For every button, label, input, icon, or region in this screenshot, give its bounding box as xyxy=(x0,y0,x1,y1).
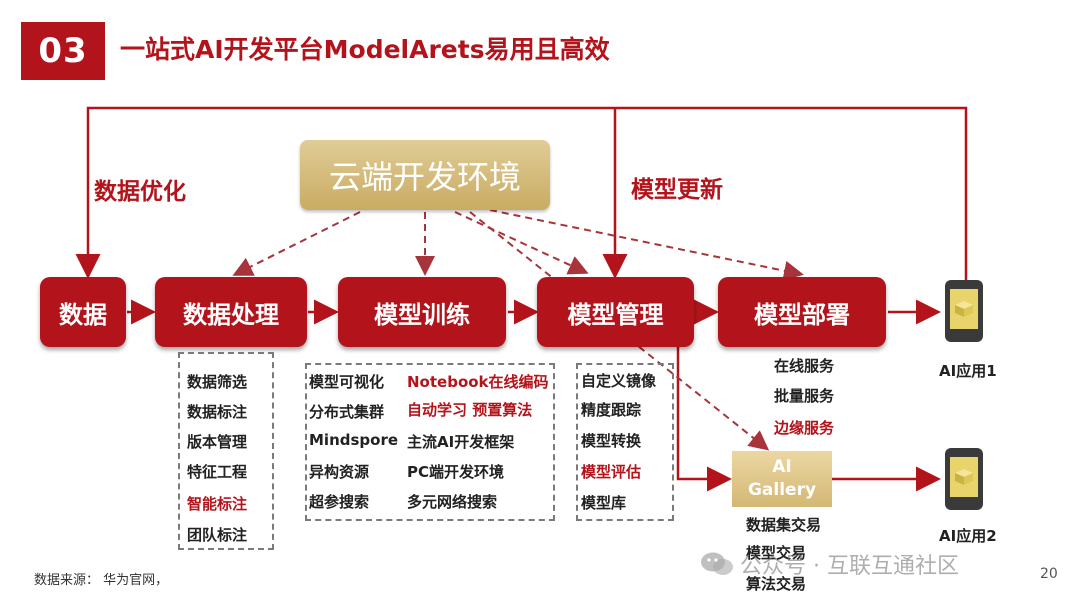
list-item: 智能标注 xyxy=(187,495,248,513)
dashed-cloud-to-processing xyxy=(232,211,361,276)
list-item: 多元网络搜索 xyxy=(407,493,498,511)
list-item: 分布式集群 xyxy=(309,403,385,421)
stage-model-training: 模型训练 xyxy=(338,277,506,347)
wechat-icon xyxy=(701,552,733,575)
arrow-management-to-gallery xyxy=(676,347,732,492)
list-item: PC端开发环境 xyxy=(407,463,505,481)
list-item: 数据标注 xyxy=(187,403,248,421)
list-item: 数据筛选 xyxy=(187,373,248,391)
list-item: 数据集交易 xyxy=(746,516,822,534)
list-item: 模型库 xyxy=(581,494,627,512)
app-2-label: AI应用2 xyxy=(939,527,997,545)
gallery-line-2: Gallery xyxy=(747,480,817,500)
watermark-text: 公众号 · 互联互通社区 xyxy=(740,554,959,579)
cube-icon xyxy=(955,469,973,485)
data-processing-features-box xyxy=(178,352,274,550)
phone-app-icon xyxy=(945,280,983,342)
dashed-cloud-to-management xyxy=(454,211,589,275)
list-item: 算法交易 xyxy=(746,575,807,593)
data-optimization-loop xyxy=(75,106,968,284)
stage-model-management: 模型管理 xyxy=(537,277,694,347)
list-item: 团队标注 xyxy=(187,526,248,544)
phone-app-icon xyxy=(945,448,983,510)
model-update-label: 模型更新 xyxy=(631,177,723,203)
list-item: 自定义镜像 xyxy=(581,372,657,390)
list-item: 自动学习 预置算法 xyxy=(407,401,533,419)
list-item: 模型评估 xyxy=(581,463,642,481)
ai-gallery-box: AI Gallery xyxy=(732,451,832,507)
list-item: 主流AI开发框架 xyxy=(407,433,515,451)
list-item: 在线服务 xyxy=(774,357,835,375)
list-item: 批量服务 xyxy=(774,387,835,405)
page-title: 一站式AI开发平台ModelArets易用且高效 xyxy=(120,35,610,64)
list-item: 模型可视化 xyxy=(309,373,385,391)
data-source-note: 数据来源： 华为官网， xyxy=(34,573,169,588)
dashed-cloud-to-deployment xyxy=(489,209,804,281)
app-1-label: AI应用1 xyxy=(939,362,997,380)
data-optimization-label: 数据优化 xyxy=(94,179,186,205)
list-item: 异构资源 xyxy=(309,463,370,481)
list-item: 模型交易 xyxy=(746,544,807,562)
section-number-badge: 03 xyxy=(21,22,105,80)
list-item: Notebook在线编码 xyxy=(407,373,549,391)
model-training-features-box xyxy=(305,363,555,521)
stage-data-processing: 数据处理 xyxy=(155,277,307,347)
gallery-line-1: AI xyxy=(772,457,792,478)
list-item: 版本管理 xyxy=(187,433,248,451)
cloud-dev-environment: 云端开发环境 xyxy=(300,140,550,210)
model-management-features-box xyxy=(576,363,674,521)
stage-model-deployment: 模型部署 xyxy=(718,277,886,347)
list-item: 精度跟踪 xyxy=(581,401,642,419)
page-number: 20 xyxy=(1040,566,1058,582)
list-item: Mindspore xyxy=(309,431,399,449)
list-item: 超参搜索 xyxy=(309,493,370,511)
list-item: 特征工程 xyxy=(187,463,248,481)
dashed-cloud-to-gallery xyxy=(469,211,770,451)
stage-data: 数据 xyxy=(40,277,126,347)
watermark: 公众号 · 互联互通社区 xyxy=(700,548,959,580)
list-item: 边缘服务 xyxy=(774,419,835,437)
cube-icon xyxy=(955,301,973,317)
list-item: 模型转换 xyxy=(581,432,642,450)
